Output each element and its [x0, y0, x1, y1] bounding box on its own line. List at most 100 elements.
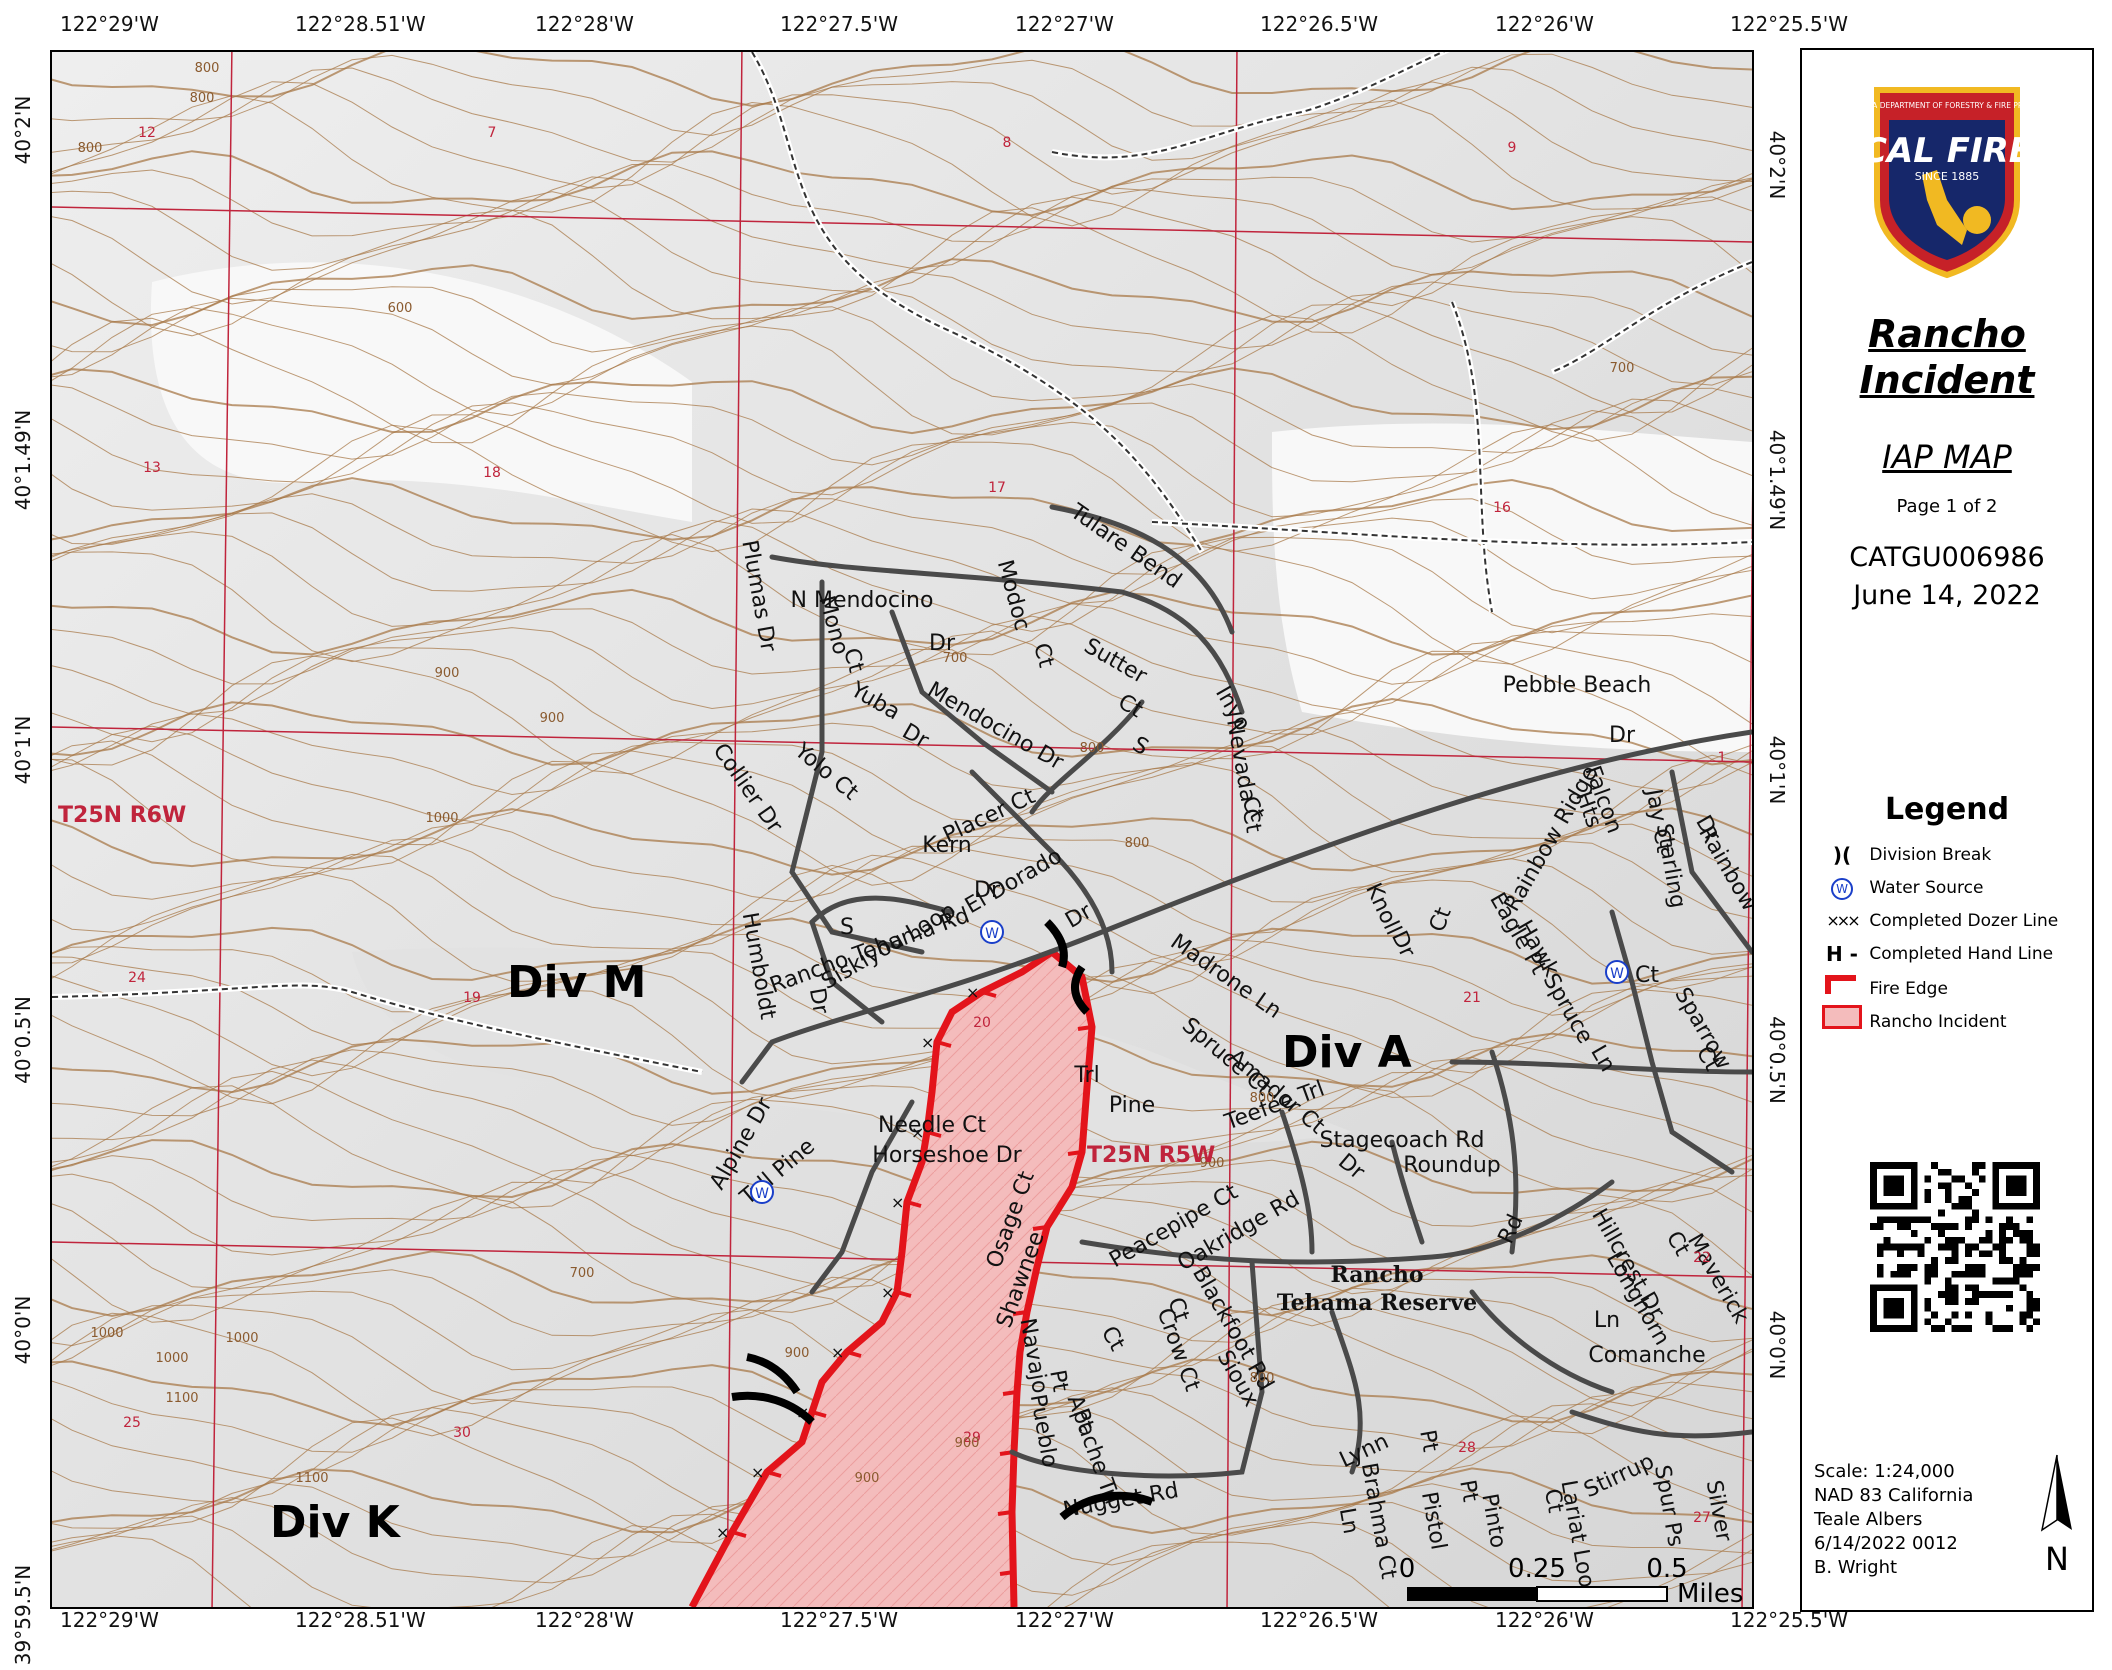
contour-line [52, 1070, 1752, 1184]
latitude-label: 40°1'N [11, 715, 35, 785]
dozer-line-mark: × [891, 1193, 904, 1212]
section-number: 9 [1508, 140, 1517, 156]
longitude-label: 122°25.5'W [1730, 1608, 1848, 1632]
longitude-label: 122°26.5'W [1260, 12, 1378, 36]
fire-edge-tick [811, 1410, 827, 1418]
section-number: 25 [123, 1415, 141, 1431]
water-source[interactable]: W [980, 920, 1004, 944]
water-source-icon: W [1820, 873, 1864, 903]
road [769, 554, 1245, 715]
latitude-label: 40°1'N [1765, 735, 1789, 805]
contour-line [52, 1263, 1752, 1347]
incident-title-line2: Incident [1859, 358, 2035, 402]
legend-item-hand-line: H - Completed Hand Line [1820, 939, 2053, 969]
north-label: N [2045, 1540, 2069, 1578]
contour-line [52, 740, 1752, 854]
section-line [52, 206, 1752, 243]
contour-line [52, 163, 1752, 243]
division-label: Div A [1282, 1027, 1412, 1078]
valley-area [1272, 423, 1752, 752]
section-line [726, 52, 743, 1607]
projection: Teale Albers [1814, 1509, 1923, 1530]
section-number: 24 [128, 970, 146, 986]
contour-label: 1000 [425, 811, 458, 826]
road-label: Dr [974, 878, 1001, 903]
logo-arc-text: CALIFORNIA DEPARTMENT OF FORESTRY & FIRE… [1867, 101, 2027, 110]
road-label: Ln [1594, 1308, 1620, 1333]
scale-tick: 0.25 [1508, 1554, 1566, 1584]
fire-edge-tick [926, 1130, 942, 1138]
fire-edge[interactable] [688, 949, 1096, 1607]
dozer-line-symbol: ××× [1826, 911, 1860, 930]
qr-code[interactable] [1870, 1162, 2040, 1332]
water-source[interactable]: W [750, 1180, 774, 1204]
legend-label: Water Source [1869, 878, 1984, 898]
contour-line [52, 864, 1752, 995]
township-label: T25N R6W [58, 803, 186, 828]
contour-line [52, 697, 1752, 766]
section-number: 12 [138, 125, 156, 141]
longitude-label: 122°27'W [1015, 12, 1114, 36]
section-number: 17 [988, 480, 1006, 496]
page-indicator: Page 1 of 2 [1896, 496, 1998, 517]
contour-label: 900 [435, 666, 460, 681]
road [889, 609, 1055, 795]
hand-line-symbol: H - [1825, 942, 1858, 966]
contour-label: 600 [388, 301, 413, 316]
dozer-line-mark: × [881, 1283, 894, 1302]
water-source[interactable]: W [1605, 960, 1629, 984]
contour-line [52, 615, 1752, 715]
scale-tick: 0 [1399, 1554, 1416, 1584]
contour-label: 900 [540, 711, 565, 726]
road [1389, 1139, 1425, 1245]
fire-edge-tick [999, 1570, 1015, 1576]
road [809, 1099, 915, 1295]
road [789, 579, 925, 955]
contour-line [52, 960, 1752, 1077]
latitude-label: 40°1.49'N [11, 409, 35, 511]
road [1669, 769, 1752, 955]
road-network [739, 504, 1752, 1479]
section-number: 19 [463, 990, 481, 1006]
contour-line [52, 1044, 1752, 1126]
contour-line [52, 287, 1752, 386]
scale-tick: 0.5 [1646, 1554, 1687, 1584]
fire-edge-tick [981, 990, 997, 998]
longitude-label: 122°26'W [1495, 1608, 1594, 1632]
contour-line [52, 95, 1752, 227]
calfire-logo: CAL FIRE CALIFORNIA DEPARTMENT OF FOREST… [1867, 87, 2027, 279]
contour-label: 1100 [165, 1391, 198, 1406]
division-break [731, 1391, 815, 1425]
valley-area [352, 947, 1352, 1144]
map-timestamp: 6/14/2022 0012 [1814, 1533, 1958, 1554]
longitude-label: 122°28.51'W [295, 1608, 426, 1632]
legend-item-division-break: )( Division Break [1820, 840, 1991, 870]
longitude-label: 122°27'W [1015, 1608, 1114, 1632]
svg-text:W: W [985, 926, 999, 942]
contour-line [52, 271, 1752, 356]
map-subtitle: IAP MAP [1882, 438, 2012, 476]
division-label: Div M [507, 957, 646, 1008]
contour-line [52, 1154, 1752, 1237]
dirt-roads [52, 52, 1752, 1075]
contour-label: 1100 [295, 1471, 328, 1486]
contour-line [52, 1139, 1752, 1207]
road-label: Comanche [1588, 1343, 1705, 1368]
section-number: 18 [483, 465, 501, 481]
road-label: Needle Ct [878, 1113, 986, 1138]
contour-line [52, 409, 1752, 524]
incident-area[interactable] [692, 952, 1092, 1607]
contour-label: 900 [855, 1471, 880, 1486]
fire-edge-ticks: ××××××××× [716, 983, 1093, 1576]
legend-label: Division Break [1869, 845, 1992, 865]
section-number: 29 [963, 1430, 981, 1446]
contour-line [52, 711, 1752, 796]
logo-since: SINCE 1885 [1915, 170, 1980, 183]
contour-line [52, 588, 1752, 656]
road [1049, 504, 1235, 635]
reserve-label: Tehama Reserve [1277, 1290, 1477, 1316]
road [1329, 1309, 1363, 1475]
latitude-label: 40°2'N [1765, 130, 1789, 200]
